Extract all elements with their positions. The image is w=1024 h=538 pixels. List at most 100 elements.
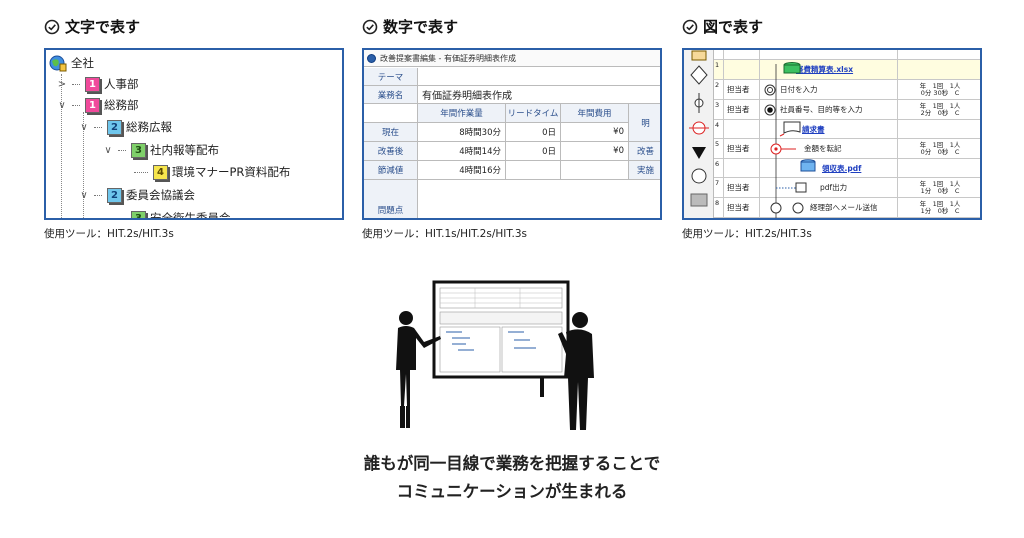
window-title-bar: 改善提案書編集 - 有価証券明細表作成 <box>364 50 660 67</box>
tree-node-label: 総務部 <box>104 98 139 112</box>
tree-node[interactable]: ∨ 1 総務部 <box>56 97 139 113</box>
column-title-number: 数字で表す <box>362 16 458 37</box>
chevron-down-icon[interactable]: ∨ <box>80 121 88 133</box>
flow-step[interactable]: 領収表.pdf <box>760 159 898 178</box>
flow-step[interactable]: 日付を入力 <box>760 80 898 100</box>
side-header: 実施 <box>629 161 660 180</box>
tree-node[interactable]: ∨ 2 総務広報 <box>78 119 172 135</box>
row-label-current: 現在 <box>364 123 418 142</box>
row-label-saved: 節減値 <box>364 161 418 180</box>
cell-lead: 0日 <box>506 142 561 161</box>
tool-caption: 使用ツール：HIT.1s/HIT.2s/HIT.3s <box>362 228 528 240</box>
level-badge: 3 <box>131 210 146 218</box>
row-number: 8 <box>714 198 724 218</box>
level-badge: 4 <box>153 164 168 180</box>
issue-label: 問題点 <box>364 180 418 218</box>
tool-caption: 使用ツール：HIT.2s/HIT.3s <box>682 228 812 240</box>
task-field[interactable]: 有価証券明細表作成 <box>418 86 660 104</box>
tree-node-label: 委員会協議会 <box>126 188 195 202</box>
tool-caption: 使用ツール：HIT.2s/HIT.3s <box>44 228 174 240</box>
header-work: 年間作業量 <box>418 104 506 123</box>
row-number: 4 <box>714 120 724 139</box>
chevron-down-icon[interactable]: ∨ <box>58 99 66 111</box>
assignee: 担当者 <box>724 100 760 120</box>
theme-field[interactable] <box>418 68 660 86</box>
improvement-window: 改善提案書編集 - 有価証券明細表作成 テーマ 業務名 有価証券明細表作成 年間… <box>362 48 662 220</box>
level-badge: 2 <box>107 119 122 135</box>
level-badge: 1 <box>85 76 100 92</box>
check-circle-icon <box>682 19 698 35</box>
row-number: 7 <box>714 178 724 198</box>
row-number: 1 <box>714 60 724 80</box>
tree-node-label: 環境マナーPR資料配布 <box>172 165 291 179</box>
side-header: 明 <box>629 104 660 142</box>
tree-node-label: 人事部 <box>104 77 139 91</box>
header-lead: リードタイム <box>506 104 561 123</box>
tree-guide-line <box>61 74 62 218</box>
header-cost: 年間費用 <box>561 104 629 123</box>
flow-step[interactable]: 経理部へメール送信 <box>760 198 898 218</box>
column-title-text: 文字で表す <box>44 16 140 37</box>
chevron-down-icon[interactable]: ∨ <box>104 144 112 156</box>
cell-work: 8時間30分 <box>418 123 506 142</box>
check-circle-icon <box>362 19 378 35</box>
side-header: 改善 <box>629 142 660 161</box>
cell-lead: 0日 <box>506 123 561 142</box>
tree-node-label: 安全衛生委員会 <box>150 211 231 220</box>
chevron-down-icon[interactable]: ∨ <box>80 189 88 201</box>
shape-palette <box>684 50 714 218</box>
tree-guide-line <box>83 112 84 218</box>
woman-silhouette <box>396 311 441 428</box>
row-number: 3 <box>714 100 724 120</box>
theme-label: テーマ <box>364 68 418 86</box>
column-title-diagram: 図で表す <box>682 16 763 37</box>
tree-panel: 全社 > 1 人事部 ∨ 1 総務部 ∨ 2 総務広報 ∨ 3 社内報等配布 4… <box>44 48 344 220</box>
assignee: 担当者 <box>724 198 760 218</box>
app-icon <box>367 53 376 63</box>
meeting-illustration <box>396 280 594 430</box>
flow-step[interactable]: 請求書 <box>760 120 898 139</box>
cell-cost: ¥0 <box>561 123 629 142</box>
tree-node[interactable]: > 1 人事部 <box>56 76 139 92</box>
tree-node[interactable]: ∨ 3 社内報等配布 <box>102 142 219 158</box>
flow-step[interactable]: 経費精算表.xlsx <box>760 60 898 80</box>
row-number: 6 <box>714 159 724 178</box>
flow-step[interactable]: 社員番号、目的等を入力 <box>760 100 898 120</box>
globe-icon <box>49 54 67 72</box>
issue-field[interactable] <box>418 180 660 218</box>
assignee: 担当者 <box>724 139 760 159</box>
flow-step[interactable]: 金額を転記 <box>760 139 898 159</box>
cell-cost <box>561 161 629 180</box>
headline-line-2: コミュニケーションが生まれる <box>396 482 628 501</box>
flow-step[interactable]: pdf出力 <box>760 178 898 198</box>
tree-root[interactable]: 全社 <box>49 54 94 72</box>
cell-work: 4時間16分 <box>418 161 506 180</box>
cell-cost: ¥0 <box>561 142 629 161</box>
task-label: 業務名 <box>364 86 418 104</box>
tree-node[interactable]: 4 環境マナーPR資料配布 <box>134 164 290 180</box>
tree-node[interactable]: ∨ 2 委員会協議会 <box>78 187 195 203</box>
row-label-improved: 改善後 <box>364 142 418 161</box>
level-badge: 3 <box>131 142 146 158</box>
tree-node[interactable]: 3 安全衛生委員会 <box>102 210 231 220</box>
cell-work: 4時間14分 <box>418 142 506 161</box>
chevron-right-icon[interactable]: > <box>57 78 67 90</box>
cell-lead <box>506 161 561 180</box>
check-circle-icon <box>44 19 60 35</box>
tree-node-label: 社内報等配布 <box>150 143 219 157</box>
assignee: 担当者 <box>724 178 760 198</box>
row-number: 5 <box>714 139 724 159</box>
level-badge: 1 <box>85 97 100 113</box>
level-badge: 2 <box>107 187 122 203</box>
headline-line-1: 誰もが同一目線で業務を把握することで <box>363 454 661 473</box>
tree-node-label: 総務広報 <box>126 120 172 134</box>
man-silhouette <box>558 312 594 430</box>
assignee: 担当者 <box>724 80 760 100</box>
row-number: 2 <box>714 80 724 100</box>
